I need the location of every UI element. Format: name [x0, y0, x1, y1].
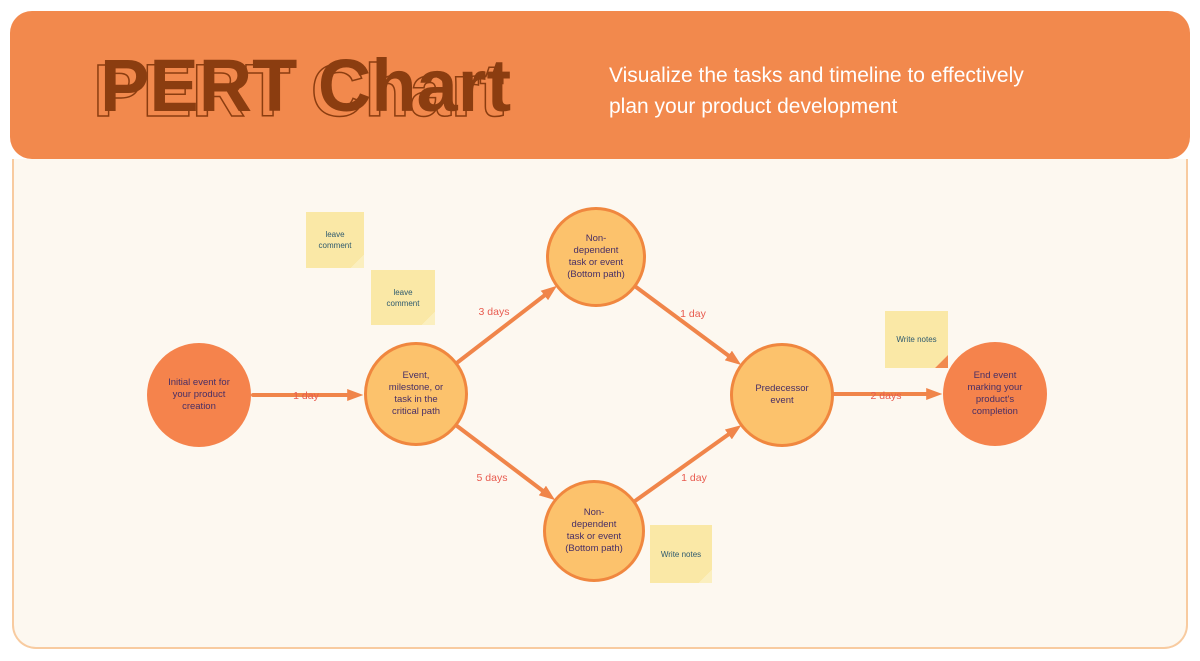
sticky-note-text: leave comment	[318, 230, 352, 250]
node-predecessor-event-label: Predecessor event	[755, 383, 809, 406]
sticky-note-body: Write notes	[650, 525, 712, 583]
edge-label-5-days[interactable]: 5 days	[476, 472, 508, 484]
node-bottom-branch-label: Non- dependent task or event (Bottom pat…	[565, 507, 623, 554]
page-title-outline: PERT Chart	[92, 49, 505, 132]
node-critical-path[interactable]: Event, milestone, or task in the critica…	[364, 342, 468, 446]
edge-label-1-day-top[interactable]: 1 day	[680, 308, 706, 320]
sticky-note-text: Write notes	[896, 335, 937, 344]
page-title: PERT Chart	[100, 44, 512, 127]
edge-bottom-branch-to-predecessor[interactable]	[633, 425, 742, 503]
header-banner: PERT Chart PERT Chart Visualize the task…	[10, 11, 1190, 159]
edge-label-1-day-initial[interactable]: 1 day	[293, 390, 319, 402]
sticky-note-leave-comment-2[interactable]: leave comment	[371, 270, 435, 325]
sticky-note-body: Write notes	[885, 311, 948, 368]
node-bottom-branch[interactable]: Non- dependent task or event (Bottom pat…	[543, 480, 645, 582]
edge-label-2-days[interactable]: 2 days	[870, 390, 902, 402]
node-end-event-label: End event marking your product's complet…	[967, 370, 1023, 417]
edge-top-branch-to-predecessor[interactable]	[634, 285, 742, 366]
edge-label-3-days[interactable]: 3 days	[478, 306, 510, 318]
node-end-event[interactable]: End event marking your product's complet…	[943, 342, 1047, 446]
sticky-note-body: leave comment	[371, 270, 435, 325]
page-subtitle: Visualize the tasks and timeline to effe…	[609, 64, 1024, 118]
sticky-note-text: Write notes	[660, 549, 702, 559]
node-top-branch-label: Non- dependent task or event (Bottom pat…	[567, 233, 625, 280]
sticky-note-body: leave comment	[306, 212, 364, 268]
node-initial-event[interactable]: Initial event for your product creation	[147, 343, 251, 447]
node-top-branch[interactable]: Non- dependent task or event (Bottom pat…	[546, 207, 646, 307]
edge-label-1-day-bottom[interactable]: 1 day	[681, 472, 707, 484]
node-predecessor-event[interactable]: Predecessor event	[730, 343, 834, 447]
sticky-note-leave-comment-1[interactable]: leave comment	[306, 212, 364, 268]
node-critical-path-label: Event, milestone, or task in the critica…	[388, 370, 444, 417]
sticky-note-write-notes-1[interactable]: Write notes	[885, 311, 948, 368]
edge-critical-to-bottom-branch[interactable]	[455, 424, 556, 501]
node-initial-event-label: Initial event for your product creation	[168, 377, 230, 412]
sticky-note-write-notes-2[interactable]: Write notes	[650, 525, 712, 583]
sticky-note-text: leave comment	[386, 287, 420, 308]
edge-critical-to-top-branch[interactable]	[456, 285, 558, 364]
